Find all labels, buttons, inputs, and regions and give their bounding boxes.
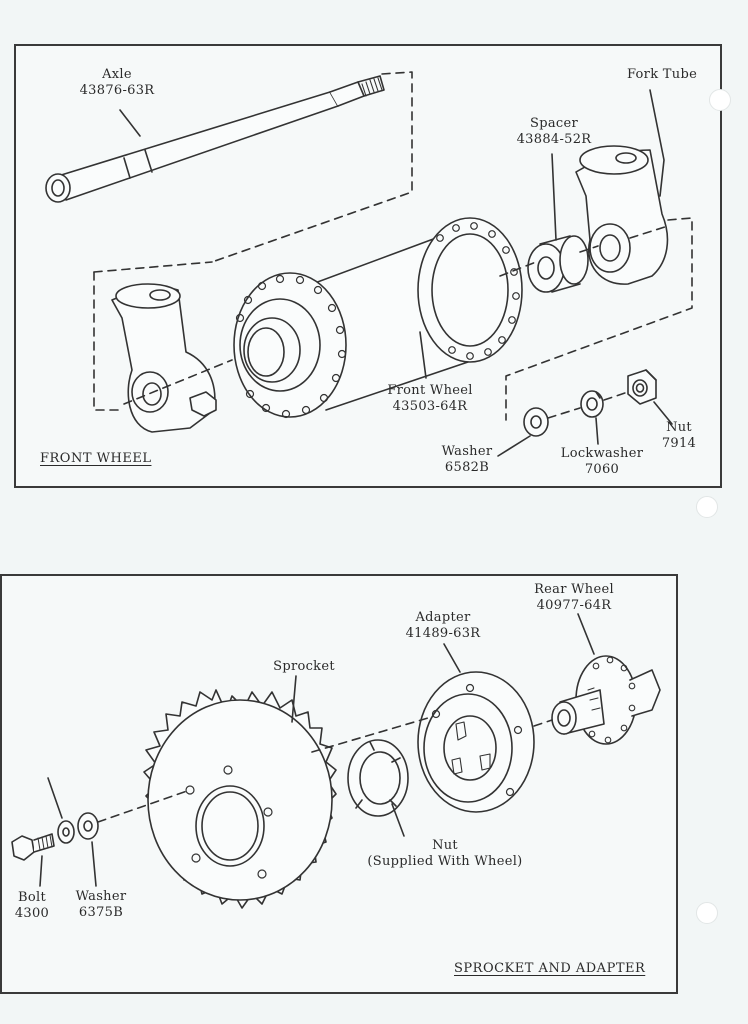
lockwasher-name: Lockwasher [560, 446, 644, 461]
binder-hole [696, 902, 718, 924]
bolt-drawing [11, 833, 55, 861]
bolt-washer-name: Washer [75, 889, 127, 904]
nut-name: Nut [666, 420, 692, 435]
binder-hole [696, 496, 718, 518]
rear-hub-drawing [551, 655, 661, 745]
sprocket-label: Sprocket [262, 659, 346, 675]
washer-name: Washer [441, 444, 493, 459]
nut-part-number: 7914 [661, 436, 697, 451]
rear-nut-note: (Supplied With Wheel) [367, 854, 523, 869]
sprocket-drawing [143, 689, 337, 909]
fork-tube-label: Fork Tube [614, 67, 710, 83]
front-wheel-name: Front Wheel [387, 383, 473, 398]
lockwasher-drawing [580, 390, 604, 418]
lockwasher-label: Lockwasher 7060 [552, 446, 652, 478]
binder-hole [709, 89, 731, 111]
bolt-name: Bolt [18, 890, 46, 905]
spacer-name: Spacer [530, 116, 578, 131]
washer-drawing [523, 407, 549, 437]
adapter-name: Adapter [415, 610, 471, 625]
adapter-label: Adapter 41489-63R [396, 610, 490, 642]
rear-wheel-part-number: 40977-64R [536, 598, 612, 613]
bolt-washer-label: Washer 6375B [68, 889, 134, 921]
fork-tube-name: Fork Tube [626, 67, 698, 82]
rear-nut-label: Nut (Supplied With Wheel) [360, 838, 530, 870]
axle-drawing [45, 75, 385, 203]
nut-label: Nut 7914 [654, 420, 704, 452]
rear-nut-name: Nut [432, 838, 458, 853]
front-wheel-label: Front Wheel 43503-64R [378, 383, 482, 415]
bolt-label: Bolt 4300 [6, 890, 58, 922]
rear-wheel-label: Rear Wheel 40977-64R [522, 582, 626, 614]
spacer-label: Spacer 43884-52R [506, 116, 602, 148]
sprocket-adapter-panel [0, 574, 678, 994]
adapter-drawing [417, 671, 535, 813]
sprocket-name: Sprocket [273, 659, 335, 674]
left-fork-tube-drawing [111, 283, 217, 433]
front-wheel-part-number: 43503-64R [392, 399, 468, 414]
axle-label: Axle 43876-63R [72, 67, 162, 99]
sprocket-adapter-title: SPROCKET AND ADAPTER [454, 961, 646, 976]
slotted-nut-drawing [347, 739, 409, 817]
right-fork-tube-drawing [575, 145, 669, 285]
bolt-part-number: 4300 [14, 906, 50, 921]
axle-part-number: 43876-63R [79, 83, 155, 98]
nut-drawing [627, 369, 657, 405]
adapter-part-number: 41489-63R [405, 626, 481, 641]
front-wheel-title: FRONT WHEEL [40, 451, 152, 466]
rear-wheel-name: Rear Wheel [534, 582, 614, 597]
washer-label: Washer 6582B [430, 444, 504, 476]
bolt-washer-drawing [57, 812, 99, 844]
washer-part-number: 6582B [444, 460, 490, 475]
lockwasher-part-number: 7060 [584, 462, 620, 477]
bolt-washer-part-number: 6375B [78, 905, 124, 920]
axle-name: Axle [102, 67, 132, 82]
spacer-part-number: 43884-52R [516, 132, 592, 147]
spacer-drawing [527, 235, 589, 293]
